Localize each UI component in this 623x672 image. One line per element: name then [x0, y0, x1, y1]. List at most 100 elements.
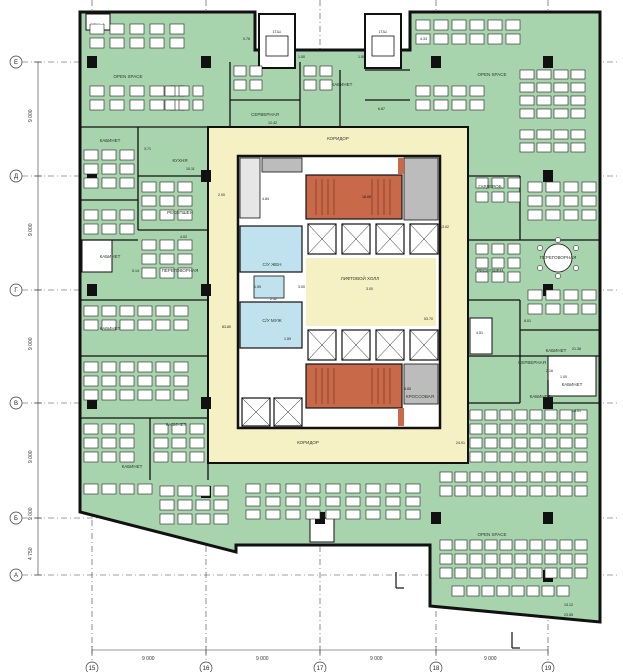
desk [189, 451, 205, 463]
room-lift-hall: ЛИФТОВОЙ ХОЛЛ [341, 274, 379, 281]
room-kabinet-w1: КАБИНЕТ [100, 138, 121, 143]
desk [89, 99, 105, 111]
shaft-4 [239, 157, 261, 219]
desk [451, 19, 467, 31]
desk [119, 177, 135, 189]
desk [514, 423, 528, 435]
desk [570, 129, 586, 140]
area-label-21: 24.01 [456, 441, 465, 445]
desk [153, 437, 169, 449]
desk [319, 79, 333, 91]
wc-women [239, 225, 303, 273]
desk [245, 496, 261, 507]
desk [574, 567, 588, 579]
desk [169, 37, 185, 49]
desk [129, 23, 145, 35]
desk [553, 142, 569, 153]
desk [159, 485, 175, 497]
desk [545, 195, 561, 207]
row-d-label: Д [14, 174, 18, 180]
desk [178, 99, 190, 111]
desk [149, 99, 165, 111]
room-kabinet-e2: КАБИНЕТ [562, 382, 583, 387]
desk [159, 195, 175, 207]
room-open-space-s: OPEN SPACE [478, 532, 507, 537]
desk [536, 82, 552, 93]
area-label-13: 4.02 [180, 235, 187, 239]
col-16-label: 16 [203, 666, 210, 672]
area-label-31: 23.55 [564, 613, 573, 617]
desk [149, 23, 165, 35]
desk [507, 191, 521, 203]
col-19-label: 19 [545, 666, 552, 672]
desk [529, 539, 543, 551]
desk [491, 257, 505, 269]
dim-v-4: 9 000 [28, 450, 34, 463]
column-markers: 15 16 17 18 19 [85, 661, 555, 672]
desk [365, 496, 381, 507]
desk [553, 95, 569, 106]
desk [433, 19, 449, 31]
area-label-1: 0.76 [243, 37, 250, 41]
desk [499, 409, 513, 421]
desk [469, 99, 485, 111]
desk [109, 85, 125, 97]
stairs-south [305, 363, 403, 409]
desk [141, 253, 157, 265]
desk [177, 209, 193, 221]
desk [325, 509, 341, 520]
desk [405, 483, 421, 494]
area-label-5: 6.87 [378, 107, 385, 111]
desk [164, 85, 176, 97]
area-label-27: 15.01 [572, 409, 581, 413]
desk [451, 33, 467, 45]
dim-v-1: 9 000 [28, 109, 34, 122]
desk [119, 375, 135, 387]
desk [365, 509, 381, 520]
desk [514, 553, 528, 565]
room-peregovornaya-w: ПЕРЕГОВОРНАЯ [162, 268, 199, 273]
desk [141, 195, 157, 207]
desk [570, 142, 586, 153]
room-koridor-n: КОРИДОР [327, 136, 349, 141]
room-su-muzh: С/У МУЖ [262, 318, 282, 323]
desk [507, 257, 521, 269]
area-label-30: 13.12 [564, 603, 573, 607]
desk [559, 567, 573, 579]
desk [529, 567, 543, 579]
area-label-7: 3.71 [144, 147, 151, 151]
room-reception-e: РЕСЕПШЕН [477, 268, 503, 273]
dim-v-6: 4 750 [28, 547, 34, 560]
room-partitions [80, 62, 600, 480]
desk [101, 209, 117, 221]
section-marks [395, 572, 520, 649]
desk [83, 375, 99, 387]
desk [563, 209, 579, 221]
desk [155, 361, 171, 373]
desk [499, 423, 513, 435]
desk [563, 303, 579, 315]
desk [544, 423, 558, 435]
desk [137, 319, 153, 331]
desk [559, 485, 573, 497]
desk [574, 423, 588, 435]
desk [519, 108, 535, 119]
desk [544, 437, 558, 449]
desk [466, 585, 480, 597]
desk [159, 253, 175, 265]
desk [545, 209, 561, 221]
area-label-8: 10.11 [186, 167, 195, 171]
desk [454, 567, 468, 579]
desk [451, 585, 465, 597]
desk [305, 509, 321, 520]
area-label-17: 3.00 [366, 287, 373, 291]
desk [544, 451, 558, 463]
white-room-e [469, 317, 493, 355]
desk [484, 485, 498, 497]
fire-door-1 [398, 158, 404, 174]
desk [469, 85, 485, 97]
area-label-18: 53.70 [424, 317, 433, 321]
desk [405, 509, 421, 520]
room-kabinet-sw: КАБИНЕТ [122, 464, 143, 469]
desk [173, 389, 189, 401]
